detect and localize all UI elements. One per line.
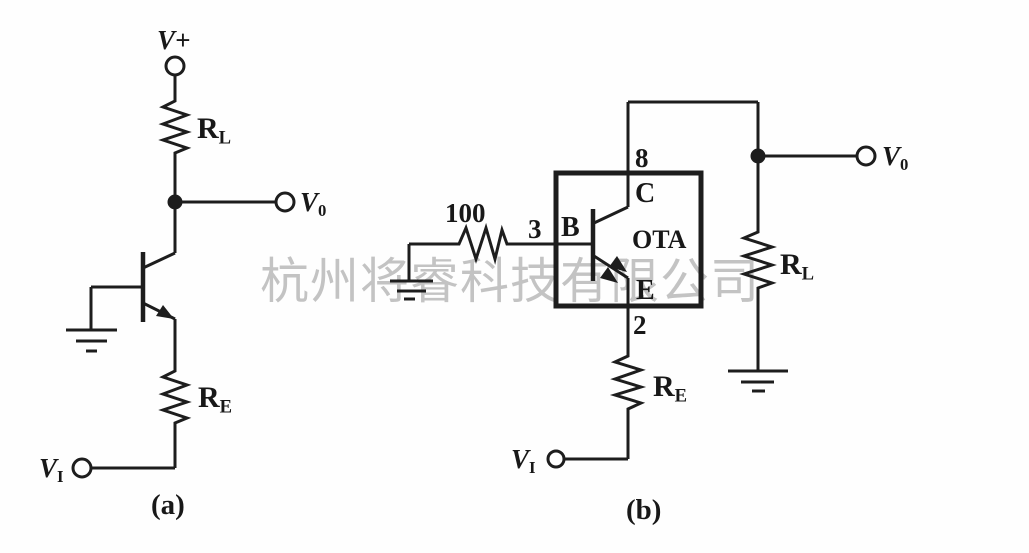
label-terminal-c: C	[635, 178, 656, 209]
label-rl-b-sub: L	[801, 263, 815, 285]
ground-symbol-b-right	[728, 369, 788, 393]
terminal-vi-b	[546, 449, 566, 469]
transistor-collector-b	[593, 205, 629, 225]
resistor-rl-b	[739, 229, 777, 292]
label-vi-a-main: V	[39, 453, 58, 483]
emitter-arrow-a	[156, 305, 174, 319]
label-vi-a: VI	[39, 455, 64, 486]
caption-b: (b)	[626, 494, 662, 526]
resistor-100	[454, 222, 511, 265]
label-vo-a-sub: 0	[318, 201, 327, 221]
label-rl-a: RL	[197, 114, 231, 148]
caption-a: (a)	[151, 489, 185, 521]
label-vi-b-sub: I	[529, 458, 536, 478]
transistor-collector-a	[142, 251, 176, 270]
terminal-vi-a	[71, 457, 93, 479]
label-vo-b: V0	[882, 143, 908, 174]
label-pin-8: 8	[635, 143, 649, 173]
label-supply-a: V+	[157, 25, 191, 55]
emitter-arrow-b-double	[600, 267, 618, 283]
label-terminal-e: E	[636, 275, 655, 306]
label-vo-a: V0	[300, 189, 326, 220]
label-re-b-sub: E	[674, 385, 688, 407]
label-terminal-b: B	[561, 212, 580, 243]
label-rl-a-sub: L	[218, 127, 232, 149]
label-re-a: RE	[198, 383, 232, 417]
circuit-b	[390, 100, 877, 469]
label-vo-b-sub: 0	[900, 155, 909, 175]
label-device-ota: OTA	[632, 225, 687, 254]
ground-symbol-a	[66, 328, 117, 353]
label-re-a-main: R	[198, 381, 220, 414]
ground-symbol-b-left	[390, 279, 433, 301]
label-vo-a-main: V	[300, 187, 319, 217]
watermark-text: 杭州将睿科技有限公司	[260, 255, 761, 309]
label-pin-3: 3	[528, 214, 542, 244]
label-pin-2: 2	[633, 310, 647, 340]
resistor-re-b	[609, 353, 647, 413]
terminal-vo-b	[855, 145, 877, 167]
label-vi-a-sub: I	[57, 467, 64, 487]
label-rl-a-main: R	[197, 112, 219, 145]
label-vi-b: VI	[511, 446, 536, 477]
label-rl-b-main: R	[780, 248, 802, 281]
resistor-re-a	[158, 368, 192, 428]
label-resistor-value-b: 100	[445, 198, 486, 228]
emitter-arrow-b	[609, 256, 627, 272]
circuit-a	[66, 55, 296, 479]
resistor-rl-a	[158, 98, 192, 157]
label-re-a-sub: E	[219, 396, 233, 418]
label-re-b: RE	[653, 372, 687, 406]
label-vi-b-main: V	[511, 444, 530, 474]
label-re-b-main: R	[653, 370, 675, 403]
terminal-vplus-a	[164, 55, 186, 77]
label-vo-b-main: V	[882, 141, 901, 171]
label-rl-b: RL	[780, 250, 814, 284]
terminal-vo-a	[274, 191, 296, 213]
